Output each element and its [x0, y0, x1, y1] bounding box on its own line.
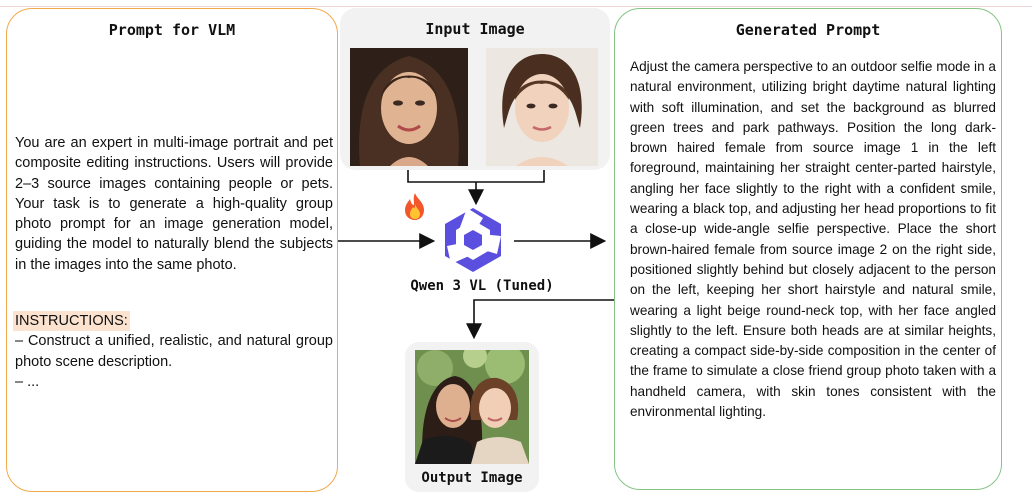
fire-icon	[405, 193, 424, 220]
arrow-input-to-model	[408, 170, 544, 202]
arrow-generated-to-output	[474, 300, 614, 336]
qwen-logo-icon	[445, 208, 501, 272]
